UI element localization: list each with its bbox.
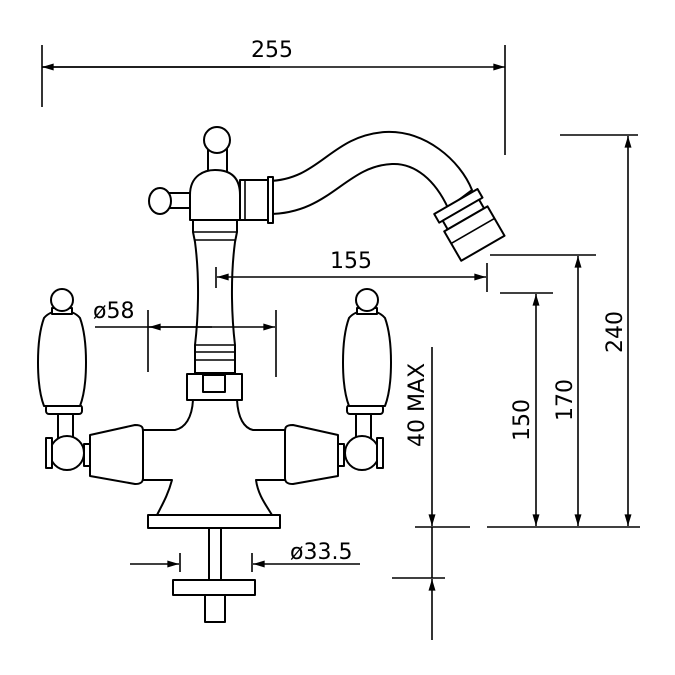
aerator bbox=[433, 188, 506, 262]
dim-58-label: ø58 bbox=[93, 299, 134, 324]
dim-deck-thickness: 40 MAX bbox=[392, 347, 470, 640]
dim-150-label: 150 bbox=[510, 399, 535, 441]
top-knob bbox=[203, 126, 231, 154]
spout bbox=[267, 130, 473, 215]
right-handle bbox=[342, 288, 392, 471]
shank bbox=[208, 527, 222, 581]
head bbox=[189, 169, 241, 221]
side-knob bbox=[148, 187, 172, 215]
dim-outlet-height: 150 bbox=[500, 292, 553, 526]
dim-body-diameter: ø58 bbox=[93, 299, 277, 377]
dim-33-5-label: ø33.5 bbox=[290, 540, 352, 565]
dim-240-label: 240 bbox=[603, 311, 628, 353]
left-handle bbox=[37, 288, 87, 471]
dim-255-label: 255 bbox=[251, 38, 293, 63]
dim-170-label: 170 bbox=[553, 379, 578, 421]
faucet bbox=[37, 126, 506, 623]
right-valve bbox=[284, 424, 339, 485]
dim-shank-diameter: ø33.5 bbox=[130, 540, 360, 572]
fixing-plate bbox=[172, 579, 256, 596]
dim-155-label: 155 bbox=[330, 249, 372, 274]
valve-body bbox=[142, 399, 287, 516]
left-valve bbox=[89, 424, 144, 485]
base-plate bbox=[147, 514, 281, 529]
dim-overall-width: 255 bbox=[41, 38, 506, 155]
dim-overall-height: 240 bbox=[487, 134, 640, 528]
dim-spout-height: 170 bbox=[490, 254, 596, 526]
dim-40max-label: 40 MAX bbox=[405, 363, 430, 447]
column bbox=[192, 219, 238, 374]
dim-spout-reach: 155 bbox=[215, 249, 488, 292]
